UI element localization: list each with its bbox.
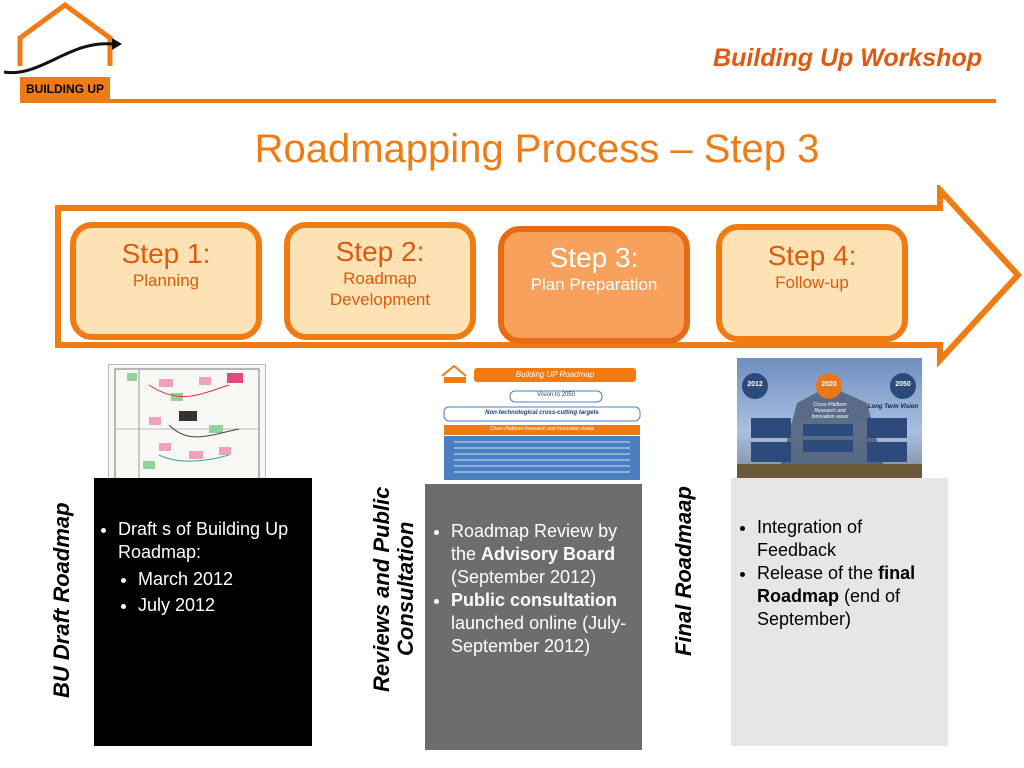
step-1-heading: Step 1: [121,238,211,269]
panel-draft: Draft s of Building Up Roadmap: March 20… [94,478,312,746]
draft-item-text: Draft s of Building Up Roadmap: [118,519,289,562]
year-2012: 2012 [747,381,763,388]
step-4-body: Follow-up [775,273,849,292]
logo-text: BUILDING UP [26,82,104,96]
step-4-heading: Step 4: [767,240,857,271]
draft-sketch-image [108,364,266,493]
list-item: Release of the final Roadmap (end of Sep… [757,562,940,631]
step-1-body: Planning [132,271,200,290]
reviews-item1-pre: Roadmap Review by the [451,521,618,564]
draft-sub-item: July 2012 [138,594,302,617]
list-item: Public consultation launched online (Jul… [451,589,634,658]
long-term-vision: Long Term Vision [867,404,919,410]
step-2-body: Roadmap Development [329,269,431,309]
final-item2-pre: Release of the [757,563,879,583]
label-reviews-consultation: Reviews and Public Consultation [369,478,424,700]
final-item2-post: (end of September) [757,586,901,629]
label-final-roadmap: Final Roadmaap [671,486,696,656]
cross-platform-label: Cross-Platform Research and Innovation a… [811,402,849,420]
year-2020: 2020 [821,381,837,388]
process-arrow [55,185,1023,368]
step-2-heading: Step 2: [335,236,425,267]
reviews-item2-bold: Public consultation [451,590,618,610]
roadmap-diagram-image: Building UP Roadmap Vision to 2050 Non-t… [440,360,642,482]
step-1-box[interactable]: Step 1: Planning [70,222,262,340]
final-roadmap-image: 2012 2020 2050 Cross-Platform Research a… [737,358,922,480]
year-2050: 2050 [895,381,911,388]
panel-reviews: Roadmap Review by the Advisory Board (Se… [425,484,642,750]
list-item: Draft s of Building Up Roadmap: March 20… [118,518,302,617]
step-3-body: Plan Preparation [530,275,658,294]
building-up-logo: BUILDING UP [0,0,130,110]
step-3-box[interactable]: Step 3: Plan Preparation [498,226,690,344]
roadmap-vision: Vision to 2050 [537,392,575,398]
panel-final: Integration of Feedback Release of the f… [731,478,948,746]
step-3-heading: Step 3: [549,242,639,273]
reviews-item2-post: launched online (July-September 2012) [451,613,627,656]
roadmap-areas: Cross-Platform Research and Innovation A… [489,426,595,432]
step-4-box[interactable]: Step 4: Follow-up [716,224,908,342]
reviews-item1-bold: Advisory Board [481,544,616,564]
house-logo-icon [3,1,122,103]
label-draft-roadmap: BU Draft Roadmap [49,502,74,698]
step-2-box[interactable]: Step 2: Roadmap Development [284,222,476,340]
workshop-title: Building Up Workshop [713,44,982,72]
roadmap-title: Building UP Roadmap [515,370,595,379]
roadmap-targets: Non-technological cross-cutting targets [485,410,599,416]
final-item2-bold: final Roadmap [757,563,916,606]
list-item: Integration of Feedback [757,516,940,562]
slide-title: Roadmapping Process – Step 3 [254,127,820,171]
header-divider [110,99,996,103]
label-reviews-line2: Consultation [393,521,418,657]
draft-sub-item: March 2012 [138,568,302,591]
reviews-item1-post: (September 2012) [451,567,597,587]
list-item: Roadmap Review by the Advisory Board (Se… [451,520,634,589]
label-reviews-line1: Reviews and Public [369,486,394,692]
